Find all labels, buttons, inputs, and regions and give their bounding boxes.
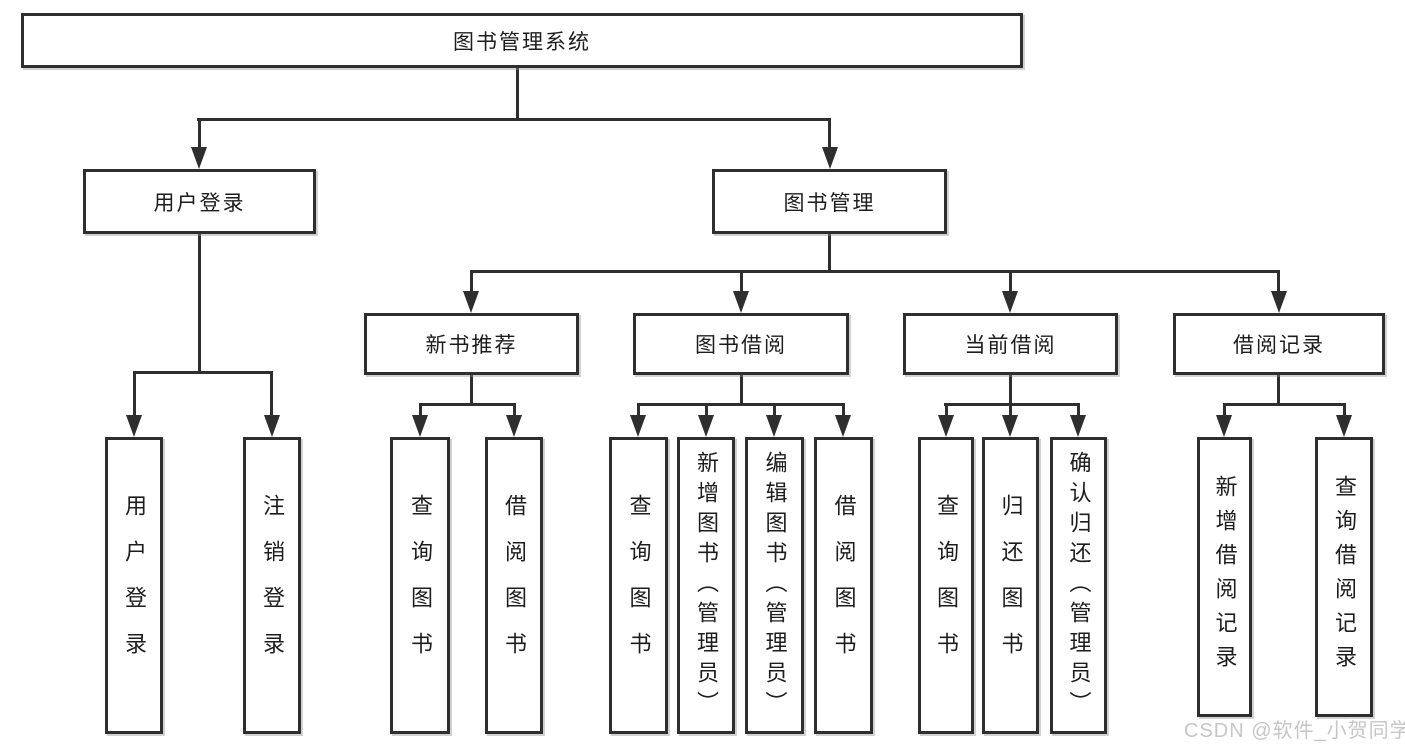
connector-line <box>945 403 948 416</box>
arrowhead-icon <box>1271 291 1287 313</box>
connector-line <box>1009 270 1012 292</box>
arrowhead-icon <box>938 415 954 437</box>
node-user-login: 用户登录 <box>83 169 316 234</box>
connector-line <box>516 68 519 118</box>
connector-line <box>470 270 473 292</box>
connector-line <box>1277 270 1280 292</box>
node-confirm-return-admin: 确认归还（管理员） <box>1050 437 1107 734</box>
node-new-book-recommend: 新书推荐 <box>364 313 579 375</box>
connector-line <box>134 371 273 374</box>
node-borrow-books-action: 借阅图书 <box>814 437 873 734</box>
connector-line <box>471 270 1279 273</box>
connector-line <box>637 403 845 406</box>
arrowhead-icon <box>766 415 782 437</box>
node-edit-books-admin: 编辑图书（管理员） <box>745 437 804 734</box>
arrowhead-icon <box>1336 415 1352 437</box>
connector-line <box>637 403 640 416</box>
arrowhead-icon <box>412 415 428 437</box>
arrowhead-icon <box>835 415 851 437</box>
arrowhead-icon <box>126 415 142 437</box>
node-borrow-query-books: 查询图书 <box>609 437 668 734</box>
connector-line <box>1077 403 1080 416</box>
connector-line <box>1223 403 1226 416</box>
connector-line <box>1009 403 1012 416</box>
node-query-borrow-record: 查询借阅记录 <box>1315 437 1373 717</box>
node-return-books: 归还图书 <box>982 437 1039 734</box>
connector-line <box>470 375 473 405</box>
node-library-management-system: 图书管理系统 <box>21 13 1023 68</box>
arrowhead-icon <box>191 147 207 169</box>
arrowhead-icon <box>1216 415 1232 437</box>
connector-line <box>1343 403 1346 416</box>
arrowhead-icon <box>264 415 280 437</box>
connector-line <box>198 234 201 374</box>
arrowhead-icon <box>1070 415 1086 437</box>
connector-line <box>419 403 516 406</box>
arrowhead-icon <box>822 147 838 169</box>
connector-line <box>270 371 273 416</box>
connector-line <box>198 118 201 148</box>
arrowhead-icon <box>1002 291 1018 313</box>
connector-line <box>828 118 831 148</box>
node-add-books-admin: 新增图书（管理员） <box>677 437 735 734</box>
node-current-borrow: 当前借阅 <box>903 313 1118 375</box>
node-borrow-record: 借阅记录 <box>1173 313 1385 375</box>
arrowhead-icon <box>463 291 479 313</box>
node-recommend-query-books: 查询图书 <box>390 437 450 734</box>
node-add-borrow-record: 新增借阅记录 <box>1197 437 1252 717</box>
node-book-borrow: 图书借阅 <box>633 313 849 375</box>
node-current-query-books: 查询图书 <box>918 437 974 734</box>
connector-line <box>740 375 743 405</box>
connector-line <box>419 403 422 416</box>
arrowhead-icon <box>698 415 714 437</box>
node-logout-action: 注销登录 <box>243 437 301 734</box>
connector-line <box>197 118 831 121</box>
connector-line <box>1277 375 1280 405</box>
node-user-login-action: 用户登录 <box>105 437 163 734</box>
connector-line <box>842 403 845 416</box>
connector-line <box>513 403 516 416</box>
node-book-management: 图书管理 <box>712 169 947 234</box>
connector-line <box>705 403 708 416</box>
connector-line <box>1223 403 1346 406</box>
connector-line <box>1009 375 1012 405</box>
connector-line <box>133 371 136 416</box>
arrowhead-icon <box>733 291 749 313</box>
connector-line <box>944 403 1080 406</box>
connector-line <box>740 270 743 292</box>
arrowhead-icon <box>1002 415 1018 437</box>
arrowhead-icon <box>506 415 522 437</box>
node-recommend-borrow-books: 借阅图书 <box>485 437 543 734</box>
connector-line <box>828 234 831 273</box>
arrowhead-icon <box>630 415 646 437</box>
connector-line <box>773 403 776 416</box>
csdn-watermark: CSDN @软件_小贺同学 <box>1184 720 1405 742</box>
